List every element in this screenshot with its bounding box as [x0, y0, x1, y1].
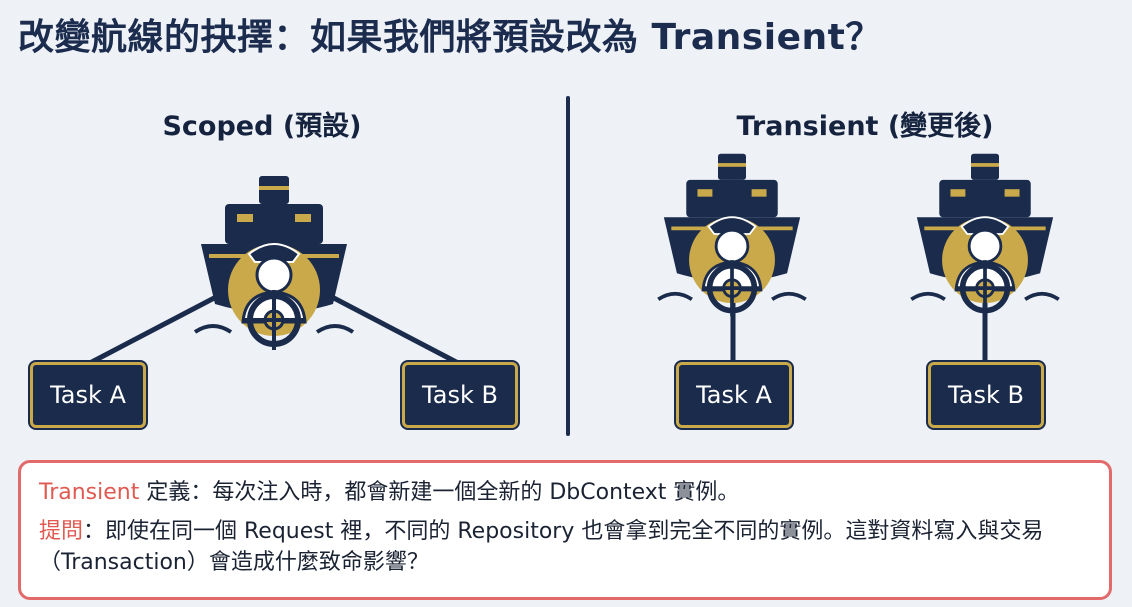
task-box: Task A	[676, 362, 792, 428]
question-term: 提問	[39, 519, 84, 544]
page-title: 改變航線的抉擇：如果我們將預設改為 Transient？	[18, 17, 882, 58]
definition-term: Transient	[39, 480, 140, 505]
task-box: Task A	[30, 362, 146, 428]
explanation-box: Transient 定義：每次注入時，都會新建一個全新的 DbContext 實…	[18, 460, 1112, 600]
connector-left-b	[327, 293, 463, 367]
ship-captain-icon	[657, 153, 807, 317]
task-box: Task B	[928, 362, 1044, 428]
ship-captain-icon	[193, 176, 355, 350]
definition-text: 定義：每次注入時，都會新建一個全新的 DbContext 實例。	[139, 480, 740, 505]
scoped-heading: Scoped (預設)	[162, 111, 362, 142]
transient-heading: Transient (變更後)	[736, 111, 994, 142]
panel-divider	[566, 96, 570, 436]
task-box: Task B	[402, 362, 518, 428]
definition-line: Transient 定義：每次注入時，都會新建一個全新的 DbContext 實…	[39, 477, 1091, 508]
question-text: ：即使在同一個 Request 裡，不同的 Repository 也會拿到完全不…	[39, 519, 1044, 575]
connector-left-a	[85, 293, 221, 367]
question-line: 提問：即使在同一個 Request 裡，不同的 Repository 也會拿到完…	[39, 516, 1091, 578]
ship-captain-icon	[910, 153, 1060, 317]
